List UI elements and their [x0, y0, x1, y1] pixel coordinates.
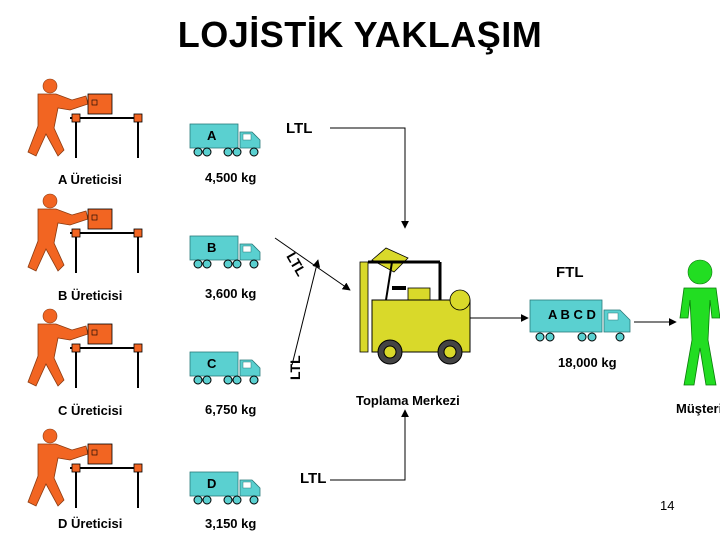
ltl-label-a: LTL: [286, 120, 313, 137]
ftl-label: FTL: [556, 264, 584, 281]
weight-d: 3,150 kg: [205, 516, 257, 531]
truck-a: [189, 123, 261, 157]
arrow-c-to-center: [291, 259, 321, 366]
page-number: 14: [660, 498, 675, 513]
ltl-label-d: LTL: [300, 470, 327, 487]
weight-c: 6,750 kg: [205, 402, 257, 417]
truck-c-label: C: [207, 356, 217, 371]
producer-d-worker: [27, 428, 143, 509]
ltl-label-c: LTL: [287, 355, 303, 380]
producer-b-worker: [27, 193, 143, 274]
truck-c: [189, 351, 261, 385]
customer-label: Müşteri: [676, 401, 720, 416]
forklift-icon: [359, 247, 471, 365]
page-title: LOJİSTİK YAKLAŞIM: [177, 14, 543, 55]
producer-c-worker: [27, 308, 143, 389]
truck-d-label: D: [207, 476, 217, 491]
weight-b: 3,600 kg: [205, 286, 257, 301]
truck-b: [189, 235, 261, 269]
arrow-a-to-center: [330, 127, 409, 229]
truck-consolidated: [529, 299, 631, 342]
truck-d: [189, 471, 261, 505]
producer-d-label: D Üreticisi: [58, 516, 123, 531]
weight-consolidated: 18,000 kg: [558, 355, 617, 370]
producer-c-label: C Üreticisi: [58, 403, 123, 418]
weight-a: 4,500 kg: [205, 170, 257, 185]
truck-a-label: A: [207, 128, 217, 143]
arrow-d-to-center: [330, 409, 409, 481]
producer-b-label: B Üreticisi: [58, 288, 123, 303]
customer-figure: [679, 259, 720, 386]
truck-b-label: B: [207, 240, 217, 255]
producer-a-label: A Üreticisi: [58, 172, 122, 187]
producer-a-worker: [27, 78, 143, 159]
collection-center-label: Toplama Merkezi: [356, 393, 460, 408]
ltl-label-b: LTL: [283, 250, 309, 280]
truck-consolidated-label: A B C D: [548, 307, 596, 322]
